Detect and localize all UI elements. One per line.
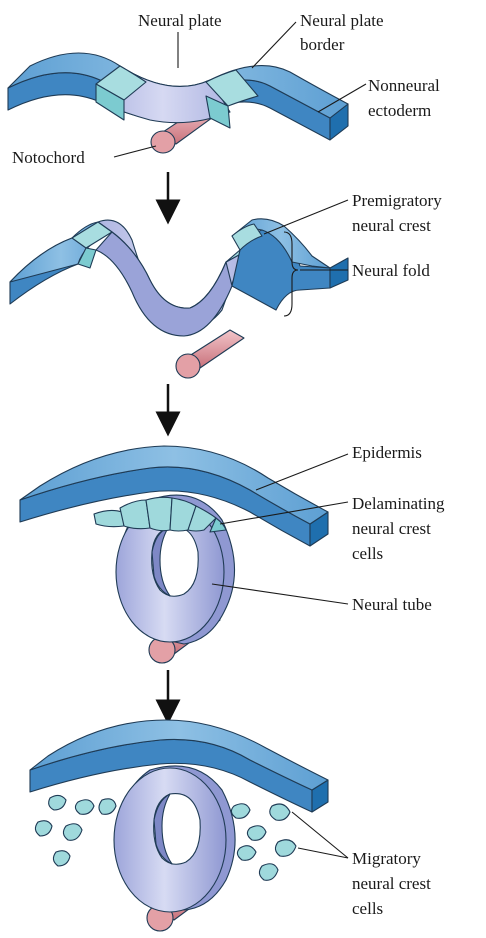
- stage-neural-fold: [10, 219, 348, 378]
- leader-migratory-a: [292, 812, 348, 858]
- label-delaminating-line1: Delaminating: [352, 494, 445, 513]
- neural-tube-4: [114, 766, 235, 912]
- label-delaminating-line3: cells: [352, 544, 383, 563]
- label-delaminating-line2: neural crest: [352, 519, 431, 538]
- stage-migration: [30, 720, 328, 931]
- label-migratory-line3: cells: [352, 899, 383, 918]
- label-neural-plate-border-line2: border: [300, 35, 345, 54]
- label-neural-plate-border-line1: Neural plate: [300, 11, 384, 30]
- label-neural-tube: Neural tube: [352, 595, 432, 614]
- leader-premigratory: [264, 200, 348, 234]
- stage-neural-tube: [20, 446, 328, 663]
- label-notochord: Notochord: [12, 148, 85, 167]
- label-migratory-line2: neural crest: [352, 874, 431, 893]
- notochord-2: [176, 330, 244, 378]
- label-neural-fold: Neural fold: [352, 261, 430, 280]
- label-migratory-line1: Migratory: [352, 849, 421, 868]
- label-premigratory-line2: neural crest: [352, 216, 431, 235]
- label-nonneural-line2: ectoderm: [368, 101, 431, 120]
- label-epidermis: Epidermis: [352, 443, 422, 462]
- delaminating-crest-cells: [94, 497, 226, 532]
- leader-migratory-b: [298, 848, 348, 858]
- leader-neural-plate-border: [252, 22, 296, 68]
- leader-neural-tube: [212, 584, 348, 604]
- label-nonneural-line1: Nonneural: [368, 76, 440, 95]
- label-neural-plate: Neural plate: [138, 11, 222, 30]
- leader-notochord: [114, 146, 156, 157]
- label-premigratory-line1: Premigratory: [352, 191, 442, 210]
- leader-epidermis: [256, 454, 348, 490]
